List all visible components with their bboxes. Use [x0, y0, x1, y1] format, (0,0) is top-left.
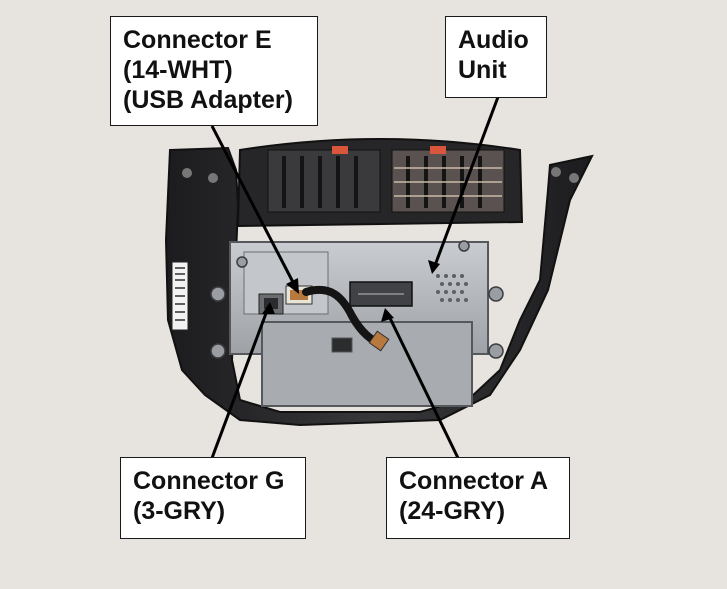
- arrowhead-connector-g: [262, 302, 275, 314]
- leader-audio-unit: [432, 96, 500, 269]
- bezel-clip-right: [551, 167, 561, 177]
- callout-audio-unit: Audio Unit: [445, 16, 547, 98]
- callout-connector-g-line-1: Connector G: [133, 467, 285, 495]
- callout-connector-e-line-1: Connector E: [123, 26, 272, 54]
- right-air-vent: [391, 149, 505, 213]
- leader-connector-g: [210, 307, 270, 459]
- arrowhead-audio-unit: [428, 260, 440, 274]
- callout-connector-e-line-2: (14-WHT): [123, 56, 233, 84]
- left-air-vent: [267, 149, 381, 213]
- leader-connector-a: [386, 313, 460, 459]
- arrowhead-connector-a: [381, 308, 394, 322]
- barcode-lines: [175, 267, 185, 321]
- vent-slats: [394, 167, 502, 197]
- bezel-clip-left-2: [208, 173, 218, 183]
- callout-audio-unit-line-1: Audio: [458, 26, 529, 54]
- usb-adapter-plug: [368, 330, 390, 352]
- callout-connector-a-line-2: (24-GRY): [399, 497, 506, 525]
- mounting-screws: [210, 240, 504, 359]
- bezel-clip-right-2: [569, 173, 579, 183]
- vent-clip-left: [332, 146, 348, 154]
- arrowhead-connector-e: [286, 278, 299, 294]
- leader-arrowheads: [262, 260, 440, 322]
- leader-lines: [210, 96, 500, 459]
- leader-connector-e: [210, 125, 298, 289]
- bezel-clip-left: [182, 168, 192, 178]
- callout-connector-e: Connector E (14-WHT) (USB Adapter): [110, 16, 318, 126]
- connector-g-plug: [264, 298, 278, 309]
- callout-connector-e-line-3: (USB Adapter): [123, 86, 293, 114]
- chassis-front-plate: [243, 251, 329, 315]
- vent-clip-right: [430, 146, 446, 154]
- callout-connector-g-line-2: (3-GRY): [133, 497, 226, 525]
- callout-connector-a-line-1: Connector A: [399, 467, 549, 495]
- usb-port: [331, 337, 353, 353]
- callout-connector-g: Connector G (3-GRY): [120, 457, 306, 539]
- connector-e-plug: [290, 290, 308, 300]
- callout-audio-unit-line-2: Unit: [458, 56, 507, 84]
- audio-unit-perforations: [436, 274, 468, 302]
- callout-connector-a: Connector A (24-GRY): [386, 457, 570, 539]
